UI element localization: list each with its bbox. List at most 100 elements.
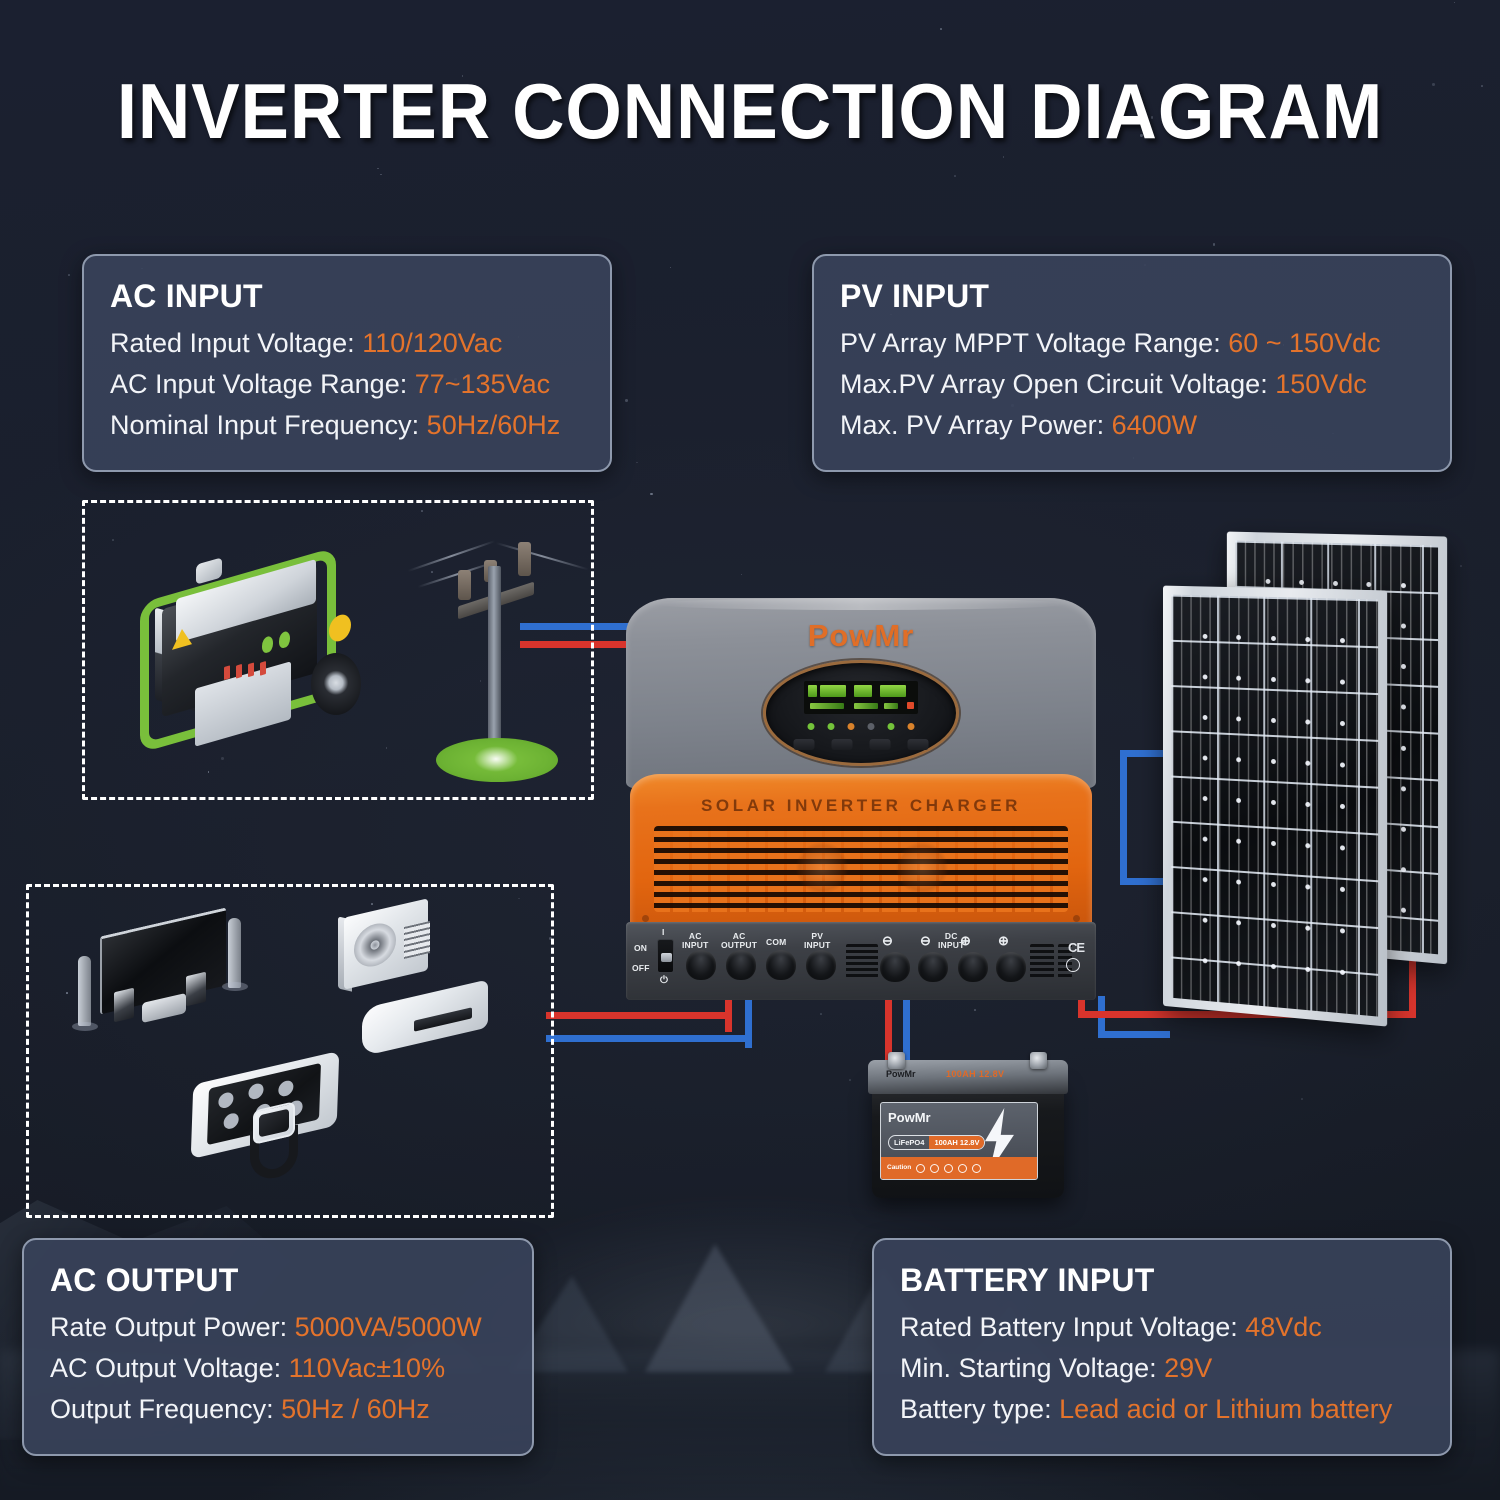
ce-mark-icon: CE bbox=[1068, 940, 1084, 955]
lcd-display bbox=[804, 681, 918, 714]
wire-pv-negative-v-mid bbox=[1120, 750, 1127, 884]
battery-top-spec: 100AH 12.8V bbox=[946, 1069, 1004, 1079]
smartphone bbox=[192, 1068, 342, 1188]
spec-value: 60 ~ 150Vdc bbox=[1228, 328, 1380, 358]
spec-row: PV Array MPPT Voltage Range: 60 ~ 150Vdc bbox=[840, 323, 1424, 364]
weee-mark-icon bbox=[1066, 958, 1080, 972]
battery-label: PowMr LiFePO4 100AH 12.8V Caution bbox=[880, 1102, 1038, 1180]
spec-row: Max. PV Array Power: 6400W bbox=[840, 405, 1424, 446]
switch-symbol-off: ⏻ bbox=[660, 976, 668, 987]
battery-capacity: 100AH 12.8V bbox=[929, 1136, 984, 1149]
spec-label: Nominal Input Frequency: bbox=[110, 410, 427, 440]
card-ac-input: AC INPUT Rated Input Voltage: 110/120Vac… bbox=[82, 254, 612, 472]
spec-label: Rate Output Power: bbox=[50, 1312, 295, 1342]
panel-button-3[interactable] bbox=[870, 739, 891, 750]
card-pv-input: PV INPUT PV Array MPPT Voltage Range: 60… bbox=[812, 254, 1452, 472]
television-home-theater bbox=[78, 916, 248, 1046]
card-battery-input-heading: BATTERY INPUT bbox=[900, 1262, 1424, 1299]
dc-negative-1-sign: ⊖ bbox=[882, 934, 893, 948]
spec-value: 6400W bbox=[1112, 410, 1198, 440]
no-water-icon bbox=[944, 1164, 953, 1173]
card-ac-output-heading: AC OUTPUT bbox=[50, 1262, 506, 1299]
card-ac-input-heading: AC INPUT bbox=[110, 278, 584, 315]
wire-ac-output-live-h bbox=[546, 1012, 732, 1019]
solar-panel-front bbox=[1163, 586, 1387, 1027]
switch-symbol-on: I bbox=[662, 928, 665, 937]
spec-value: 77~135Vac bbox=[415, 369, 550, 399]
smartwatch bbox=[248, 1106, 300, 1182]
spec-row: AC Input Voltage Range: 77~135Vac bbox=[110, 364, 584, 405]
no-short-circuit-icon bbox=[958, 1164, 967, 1173]
spec-row: Min. Starting Voltage: 29V bbox=[900, 1348, 1424, 1389]
ac-input-port-label: ACINPUT bbox=[682, 932, 709, 950]
dc-positive-1-sign: ⊕ bbox=[960, 934, 971, 948]
battery-positive-terminal[interactable] bbox=[888, 1052, 905, 1069]
ac-indoor-unit bbox=[362, 994, 496, 1078]
spec-label: Rated Battery Input Voltage: bbox=[900, 1312, 1245, 1342]
pv-input-port[interactable] bbox=[806, 950, 836, 980]
dc-positive-2-sign: ⊕ bbox=[998, 934, 1009, 948]
inverter-model-text: SOLAR INVERTER CHARGER bbox=[630, 796, 1092, 816]
spec-label: PV Array MPPT Voltage Range: bbox=[840, 328, 1228, 358]
spec-label: Battery type: bbox=[900, 1394, 1059, 1424]
no-disassemble-icon bbox=[930, 1164, 939, 1173]
pv-input-port-label: PVINPUT bbox=[804, 932, 831, 950]
inverter-vent-grille bbox=[654, 826, 1068, 912]
dc-positive-terminal-1[interactable] bbox=[958, 952, 988, 982]
warning-icon bbox=[972, 1164, 981, 1173]
battery-top-brand: PowMr bbox=[886, 1069, 916, 1079]
switch-on-label: ON bbox=[634, 944, 647, 953]
spec-label: Max.PV Array Open Circuit Voltage: bbox=[840, 369, 1275, 399]
ac-input-port[interactable] bbox=[686, 950, 716, 980]
inverter-control-panel[interactable] bbox=[763, 660, 959, 766]
inverter-top-shell: PowMr bbox=[626, 598, 1096, 788]
battery-negative-terminal[interactable] bbox=[1030, 1052, 1047, 1069]
inverter-brand-logo: PowMr bbox=[626, 618, 1096, 654]
spec-value: Lead acid or Lithium battery bbox=[1059, 1394, 1392, 1424]
panel-button-4[interactable] bbox=[908, 739, 929, 750]
spec-value: 110/120Vac bbox=[362, 328, 502, 358]
spec-row: Battery type: Lead acid or Lithium batte… bbox=[900, 1389, 1424, 1430]
spec-label: Max. PV Array Power: bbox=[840, 410, 1112, 440]
card-battery-input: BATTERY INPUT Rated Battery Input Voltag… bbox=[872, 1238, 1452, 1456]
com-port[interactable] bbox=[766, 950, 796, 980]
card-ac-output: AC OUTPUT Rate Output Power: 5000VA/5000… bbox=[22, 1238, 534, 1456]
battery-brand: PowMr bbox=[888, 1110, 931, 1125]
utility-grid-pole bbox=[400, 524, 590, 778]
dc-negative-terminal-1[interactable] bbox=[880, 952, 910, 982]
page-title: INVERTER CONNECTION DIAGRAM bbox=[53, 72, 1448, 150]
cooling-fan-right bbox=[896, 842, 948, 894]
portable-generator bbox=[140, 553, 355, 753]
cooling-fan-left bbox=[796, 842, 848, 894]
switch-off-label: OFF bbox=[632, 964, 650, 973]
inverter-body-shell: SOLAR INVERTER CHARGER bbox=[630, 774, 1092, 932]
spec-value: 50Hz / 60Hz bbox=[281, 1394, 430, 1424]
spec-row: Output Frequency: 50Hz / 60Hz bbox=[50, 1389, 506, 1430]
power-switch[interactable] bbox=[657, 939, 674, 973]
battery-chemistry: LiFePO4 bbox=[889, 1136, 929, 1149]
dc-negative-terminal-2[interactable] bbox=[918, 952, 948, 982]
inverter-terminal-plate: ON OFF I ⏻ ACINPUT ACOUTPUT COM PVINPUT … bbox=[626, 922, 1096, 1000]
spec-label: AC Input Voltage Range: bbox=[110, 369, 415, 399]
wire-ac-output-neutral-h bbox=[546, 1035, 752, 1042]
panel-button-row[interactable] bbox=[794, 739, 929, 750]
battery-caution-strip: Caution bbox=[881, 1157, 1037, 1179]
card-pv-input-heading: PV INPUT bbox=[840, 278, 1424, 315]
spec-value: 29V bbox=[1164, 1353, 1212, 1383]
spec-row: Nominal Input Frequency: 50Hz/60Hz bbox=[110, 405, 584, 446]
spec-row: Rate Output Power: 5000VA/5000W bbox=[50, 1307, 506, 1348]
spec-row: Rated Battery Input Voltage: 48Vdc bbox=[900, 1307, 1424, 1348]
spec-value: 150Vdc bbox=[1275, 369, 1367, 399]
dc-positive-terminal-2[interactable] bbox=[996, 952, 1026, 982]
spec-row: Rated Input Voltage: 110/120Vac bbox=[110, 323, 584, 364]
lifepo4-battery: PowMr 100AH 12.8V PowMr LiFePO4 100AH 12… bbox=[862, 1052, 1074, 1212]
spec-label: AC Output Voltage: bbox=[50, 1353, 289, 1383]
ac-output-port[interactable] bbox=[726, 950, 756, 980]
panel-button-2[interactable] bbox=[832, 739, 853, 750]
dc-negative-2-sign: ⊖ bbox=[920, 934, 931, 948]
spec-label: Output Frequency: bbox=[50, 1394, 281, 1424]
solar-inverter-charger: PowMr bbox=[626, 598, 1096, 1000]
panel-button-1[interactable] bbox=[794, 739, 815, 750]
spec-row: Max.PV Array Open Circuit Voltage: 150Vd… bbox=[840, 364, 1424, 405]
no-fire-icon bbox=[916, 1164, 925, 1173]
